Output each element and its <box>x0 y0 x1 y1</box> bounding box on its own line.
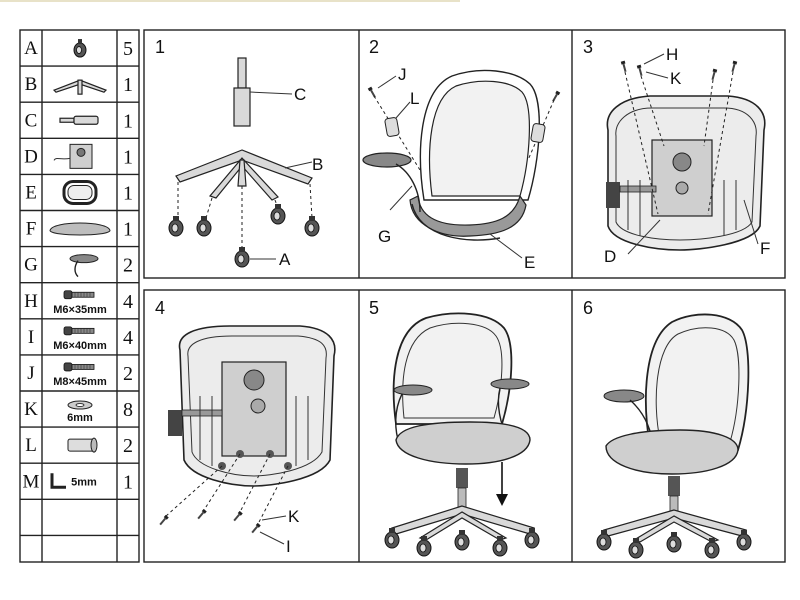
caster-icon <box>234 246 250 268</box>
seat-frame-icon <box>62 179 98 205</box>
callout-K: K <box>288 507 300 526</box>
part-quantity: 4 <box>123 327 133 349</box>
part-quantity: 2 <box>123 363 133 385</box>
step-3-illustration <box>606 53 766 255</box>
caster-icon <box>270 203 286 225</box>
step-number-6: 6 <box>583 298 593 318</box>
bolt-icon: M8×45mm <box>53 362 107 388</box>
callout-F: F <box>760 239 770 258</box>
parts-row: J 2M8×45mm <box>27 362 133 388</box>
tilt-mechanism-icon <box>53 143 93 169</box>
caster-wheel-icon <box>73 39 87 58</box>
part-quantity: 2 <box>123 255 133 277</box>
step-1-illustration <box>168 57 320 268</box>
allen-key-icon: 5mm <box>50 473 97 489</box>
callout-J: J <box>398 65 407 84</box>
part-letter: L <box>25 435 37 456</box>
callout-L: L <box>410 89 419 108</box>
part-letter: H <box>24 291 38 312</box>
caster-icon <box>168 215 184 237</box>
svg-text:M8×45mm: M8×45mm <box>53 376 107 388</box>
part-quantity: 1 <box>123 219 133 241</box>
sleeve-icon <box>67 437 98 453</box>
washer-icon: 6mm <box>67 400 93 424</box>
caster-icon <box>196 215 212 237</box>
part-quantity: 8 <box>123 399 133 421</box>
armrest-icon <box>69 254 99 278</box>
part-letter: E <box>25 182 37 203</box>
parts-row: H 4M6×35mm <box>24 290 133 316</box>
part-letter: B <box>25 74 38 95</box>
part-quantity: 5 <box>123 38 133 60</box>
step-number-1: 1 <box>155 37 165 57</box>
bolt-icon: M6×40mm <box>53 326 107 352</box>
part-quantity: 1 <box>123 74 133 96</box>
svg-text:6mm: 6mm <box>67 412 93 424</box>
part-letter: I <box>28 327 34 348</box>
svg-text:M6×35mm: M6×35mm <box>53 304 107 316</box>
callout-A: A <box>279 250 291 269</box>
part-quantity: 4 <box>123 291 133 313</box>
callout-I: I <box>286 537 291 556</box>
part-letter: F <box>26 219 37 240</box>
part-quantity: 1 <box>123 146 133 168</box>
part-letter: D <box>24 146 38 167</box>
bottom-panel-frame <box>143 289 786 563</box>
svg-text:5mm: 5mm <box>71 476 97 488</box>
part-letter: M <box>23 471 40 492</box>
part-quantity: 2 <box>123 435 133 457</box>
callout-G: G <box>378 227 391 246</box>
part-quantity: 1 <box>123 471 133 493</box>
part-letter: G <box>24 255 38 276</box>
part-letter: C <box>25 110 38 131</box>
bolt-icon: M6×35mm <box>53 290 107 316</box>
svg-text:M6×40mm: M6×40mm <box>53 340 107 352</box>
step-number-4: 4 <box>155 298 165 318</box>
callout-B: B <box>312 155 323 174</box>
callout-K: K <box>670 69 682 88</box>
top-edge-stripe <box>0 0 460 2</box>
callout-C: C <box>294 85 306 104</box>
star-base-icon <box>52 79 108 95</box>
parts-row: I 4M6×40mm <box>28 326 133 352</box>
callout-E: E <box>524 253 535 272</box>
part-quantity: 1 <box>123 110 133 132</box>
top-panel-frame <box>143 29 786 279</box>
step-panels <box>143 29 786 563</box>
step-5-illustration <box>384 312 540 557</box>
gas-cylinder-icon <box>59 115 99 125</box>
seat-cushion-icon <box>49 222 111 236</box>
part-letter: K <box>24 399 38 420</box>
step-2-illustration <box>362 69 561 259</box>
part-letter: A <box>24 38 38 59</box>
step-number-2: 2 <box>369 37 379 57</box>
step-number-5: 5 <box>369 298 379 318</box>
step-4-illustration <box>158 325 336 545</box>
part-quantity: 1 <box>123 182 133 204</box>
part-letter: J <box>27 363 34 384</box>
parts-row: K 8 6mm <box>24 399 133 424</box>
parts-row: M 1 5mm <box>23 471 133 493</box>
callout-H: H <box>666 45 678 64</box>
step-number-3: 3 <box>583 37 593 57</box>
caster-icon <box>304 215 320 237</box>
step-6-illustration <box>596 313 752 559</box>
callout-D: D <box>604 247 616 266</box>
